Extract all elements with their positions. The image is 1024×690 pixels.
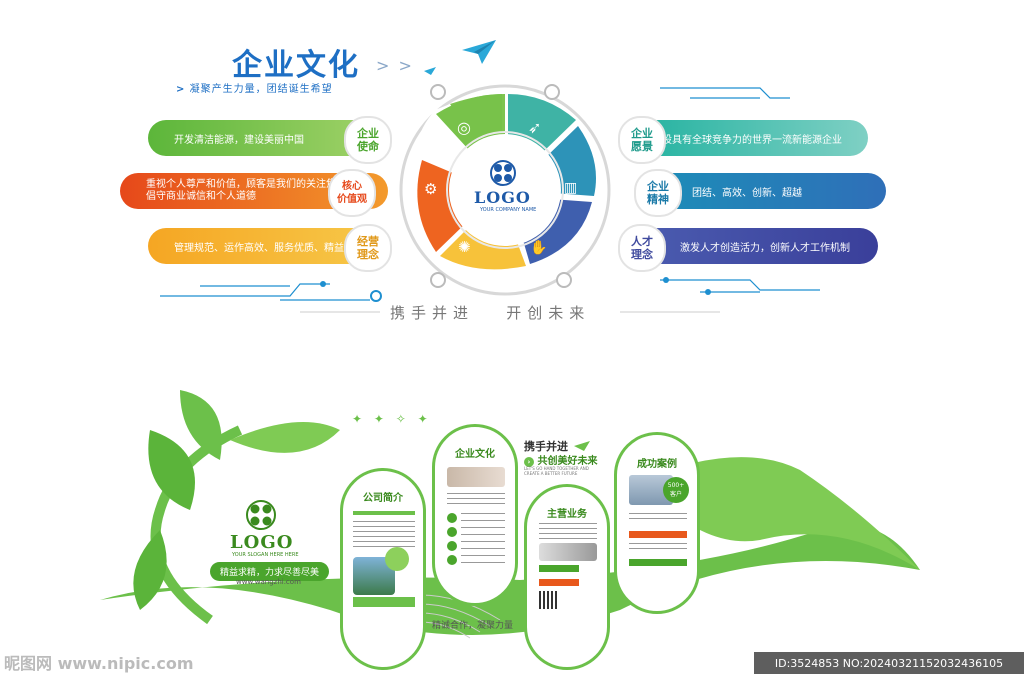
placeholder-text	[353, 521, 415, 551]
bullet-icon	[447, 527, 457, 537]
gear-icon: ⚙	[424, 180, 438, 198]
upper-slogan: 携手并进 开创未来	[390, 304, 591, 322]
qr-code	[539, 591, 557, 609]
orange-strip	[629, 531, 687, 538]
circuit-lines	[160, 87, 820, 313]
orange-strip	[539, 579, 579, 586]
tag-talent: 人才 理念	[618, 224, 666, 272]
bullet-icon	[447, 541, 457, 551]
page-title: 企业文化	[232, 48, 360, 83]
subtitle: > 凝聚产生力量，团结诞生希望	[176, 84, 333, 95]
lower-footer-slogan: 精诚合作，凝聚力量	[432, 621, 514, 631]
tag-vision: 企业 愿景	[618, 116, 666, 164]
header-together: 携手并进	[524, 440, 568, 453]
logo-subtext: YOUR COMPANY NAME	[480, 207, 537, 213]
customers-badge: 500+客户	[663, 477, 689, 503]
lower-logo-mark-icon	[244, 500, 278, 534]
birds-decoration: ✦ ✦ ✧ ✦	[352, 412, 432, 426]
bar-talent: 激发人才创造活力，创新人才工作机制	[636, 228, 878, 264]
lower-logo-text: LOGO	[230, 532, 294, 553]
header-english: LET'S GO HAND TOGETHER AND CREATE A BETT…	[524, 466, 589, 476]
bar-vision: 建设具有全球竞争力的世界一流新能源企业	[636, 120, 868, 156]
card-title: 公司简介	[363, 493, 403, 504]
placeholder-text	[629, 513, 687, 523]
handshake-image	[447, 467, 505, 487]
chevron-right-icon: ›	[524, 457, 534, 467]
green-strip	[353, 597, 415, 607]
chevrons-decoration: > >	[376, 56, 414, 75]
card-success-cases: 成功案例 500+客户	[614, 432, 700, 614]
tag-business-philosophy: 经营 理念	[344, 224, 392, 272]
chart-icon: ▥	[564, 180, 578, 196]
logo-text: LOGO	[474, 188, 531, 207]
card-main-business: 主营业务	[524, 484, 610, 670]
paper-plane-icon	[462, 40, 496, 68]
bullet-icon	[447, 513, 457, 523]
watermark-text: 昵图网 www.nipic.com	[4, 654, 194, 673]
placeholder-text	[629, 543, 687, 553]
image-id-badge: ID:3524853 NO:20240321152032436105	[754, 652, 1024, 674]
card-title: 企业文化	[455, 449, 495, 460]
handshake-icon: ✋	[530, 240, 548, 256]
card-company-intro: 公司简介	[340, 468, 426, 670]
small-plane-icon	[574, 436, 590, 455]
green-strip	[539, 565, 579, 572]
placeholder-text	[539, 523, 597, 541]
tag-spirit: 企业 精神	[634, 169, 682, 217]
lower-logo-subtext: YOUR SLOGAN HERE HERE	[232, 552, 299, 558]
header-future: › 共创美好未来	[524, 452, 597, 467]
lower-slogan-badge: 精益求精，力求尽善尽美	[210, 562, 330, 581]
tag-core-values: 核心 价值观	[328, 169, 376, 217]
lightbulb-icon: ✺	[458, 238, 471, 256]
green-dot	[385, 547, 409, 571]
placeholder-text	[461, 513, 505, 567]
tag-mission: 企业 使命	[344, 116, 392, 164]
bullet-icon	[447, 555, 457, 565]
card-title: 主营业务	[547, 509, 587, 520]
card-corporate-culture: 企业文化	[432, 424, 518, 606]
logo-mark-icon	[488, 160, 518, 190]
culture-ring	[399, 84, 611, 296]
business-image	[539, 543, 597, 561]
target-icon: ◎	[457, 118, 471, 137]
small-plane-icon	[424, 60, 436, 79]
placeholder-text	[447, 493, 505, 507]
card-title: 成功案例	[637, 459, 677, 470]
text-line	[353, 511, 415, 515]
website-text: www.wangzhi.com	[236, 578, 301, 586]
green-strip	[629, 559, 687, 566]
rocket-icon: ➶	[528, 118, 542, 137]
